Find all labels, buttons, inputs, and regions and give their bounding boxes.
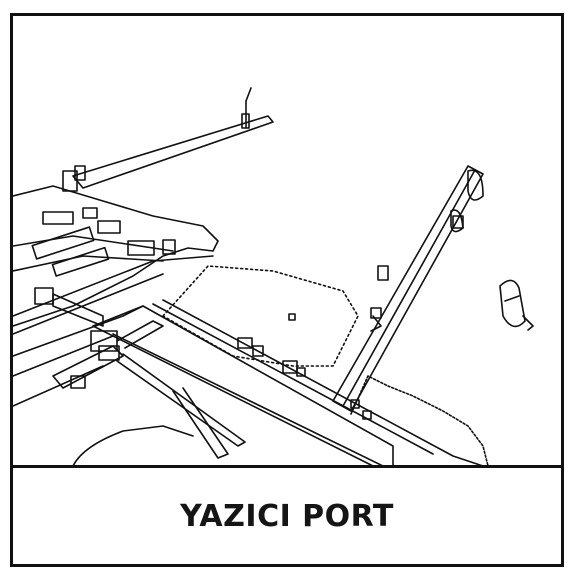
jetty-buildings (237, 313, 306, 377)
north-breakwater (72, 87, 274, 189)
caption-band: YAZICI PORT (13, 468, 561, 564)
caption-title: YAZICI PORT (180, 498, 394, 534)
poster-frame: YAZICI PORT (10, 13, 564, 567)
caption-divider (13, 465, 561, 468)
coastline (13, 185, 219, 327)
east-shore (350, 375, 489, 466)
ship-icon (499, 279, 534, 331)
east-pier (332, 165, 484, 420)
main-jetty (92, 299, 484, 466)
terminal-buildings (13, 165, 176, 277)
inlet-shore (72, 425, 194, 466)
inland-plot (162, 265, 359, 367)
conveyor-structures (34, 287, 246, 459)
port-illustration (13, 16, 561, 466)
